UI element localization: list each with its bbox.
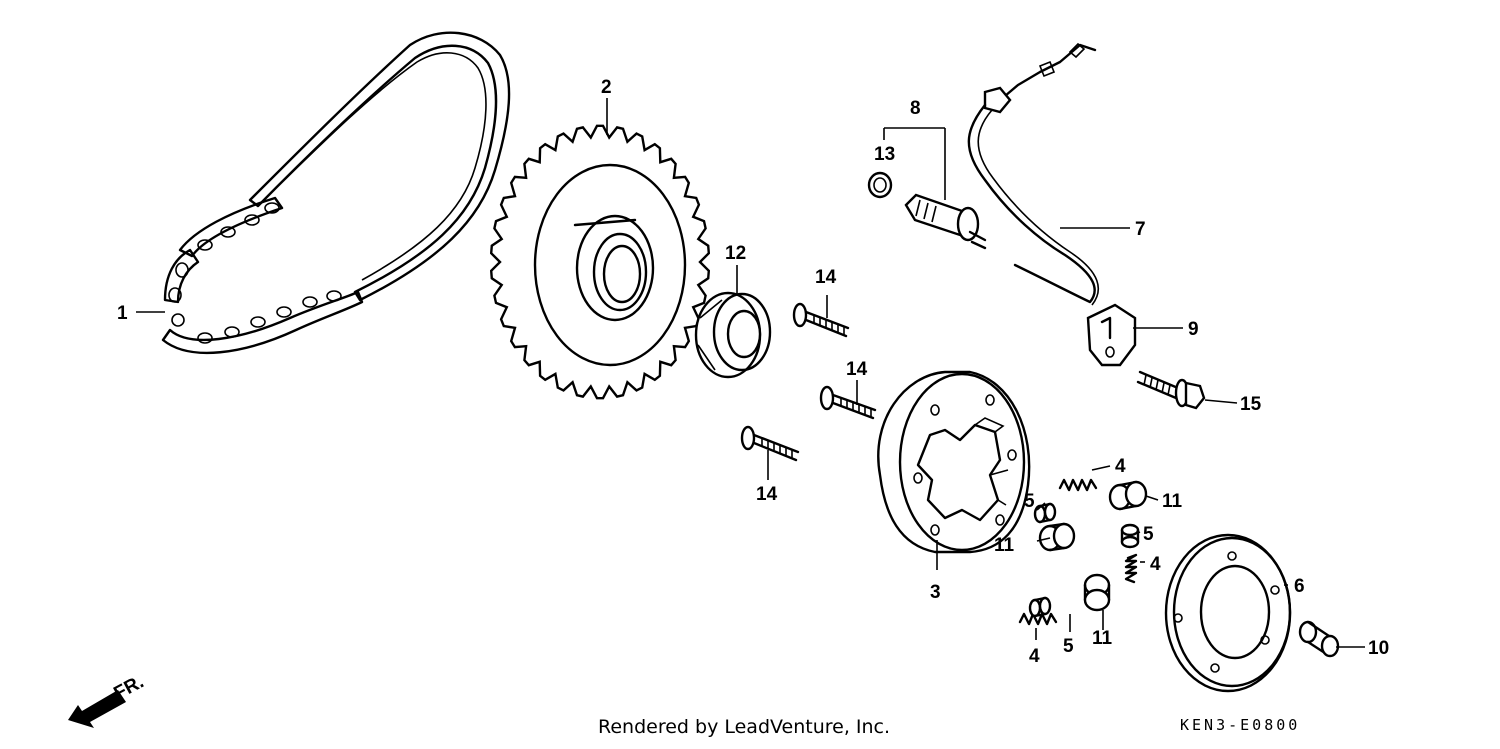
callout-7: 7 bbox=[1135, 219, 1146, 240]
drive-chain[interactable] bbox=[161, 31, 511, 355]
roller-middle bbox=[1038, 522, 1076, 552]
flat-screw-upper bbox=[792, 302, 850, 338]
roller-lower bbox=[1083, 573, 1111, 612]
callout-9: 9 bbox=[1188, 319, 1199, 340]
callout-5-middle: 5 bbox=[1143, 524, 1154, 545]
plungers[interactable] bbox=[1028, 502, 1140, 618]
rollers[interactable] bbox=[1038, 480, 1148, 612]
callout-11-upper: 11 bbox=[1162, 491, 1183, 512]
front-direction-arrow: FR. bbox=[68, 672, 147, 728]
callout-4-upper: 4 bbox=[1115, 456, 1126, 477]
callout-1: 1 bbox=[117, 303, 128, 324]
plunger-middle bbox=[1120, 523, 1140, 549]
neutral-switch[interactable] bbox=[904, 193, 987, 250]
callout-12: 12 bbox=[725, 243, 746, 264]
leader-lines bbox=[136, 98, 1365, 648]
springs[interactable] bbox=[1018, 478, 1138, 626]
flat-screw-middle bbox=[819, 385, 877, 420]
callout-5-upper: 5 bbox=[1024, 491, 1035, 512]
dowel-pin[interactable] bbox=[1298, 620, 1340, 658]
flat-screw-lower bbox=[740, 425, 800, 462]
clutch-side-plate[interactable] bbox=[1164, 533, 1292, 693]
callout-14-middle: 14 bbox=[846, 359, 868, 380]
neutral-switch-wire[interactable] bbox=[967, 42, 1100, 306]
arrow-left-icon bbox=[68, 690, 126, 728]
callout-11-middle: 11 bbox=[994, 535, 1015, 556]
callout-10: 10 bbox=[1368, 638, 1389, 659]
callout-2: 2 bbox=[601, 77, 612, 98]
starter-clutch-outer[interactable] bbox=[877, 370, 1031, 554]
callout-numbers: 1 2 3 4 4 4 5 5 5 6 7 8 9 10 11 11 11 12… bbox=[117, 77, 1389, 667]
callout-15: 15 bbox=[1240, 394, 1262, 415]
callout-14-lower: 14 bbox=[756, 484, 778, 505]
flange-bolt[interactable] bbox=[1136, 370, 1206, 410]
callout-3: 3 bbox=[930, 582, 941, 603]
spring-upper bbox=[1058, 478, 1098, 492]
callout-13: 13 bbox=[874, 144, 895, 165]
oil-seal[interactable] bbox=[694, 291, 772, 379]
flat-screws[interactable] bbox=[740, 302, 877, 462]
callout-11-lower: 11 bbox=[1092, 628, 1113, 649]
spring-lower bbox=[1018, 612, 1058, 626]
rendered-by-text: Rendered by LeadVenture, Inc. bbox=[598, 716, 891, 738]
plunger-lower bbox=[1028, 596, 1052, 618]
diagram-code: KEN3-E0800 bbox=[1180, 716, 1301, 734]
callout-4-lower: 4 bbox=[1029, 646, 1040, 667]
spring-middle bbox=[1124, 553, 1138, 584]
o-ring[interactable] bbox=[867, 171, 893, 199]
callout-8: 8 bbox=[910, 98, 921, 119]
callout-5-lower: 5 bbox=[1063, 636, 1074, 657]
wire-clamp[interactable] bbox=[1086, 303, 1137, 367]
sprocket[interactable] bbox=[489, 124, 711, 400]
callout-4-middle: 4 bbox=[1150, 554, 1161, 575]
roller-upper bbox=[1108, 480, 1148, 511]
callout-14-upper: 14 bbox=[815, 267, 837, 288]
plunger-upper bbox=[1033, 502, 1057, 524]
callout-6: 6 bbox=[1294, 576, 1305, 597]
